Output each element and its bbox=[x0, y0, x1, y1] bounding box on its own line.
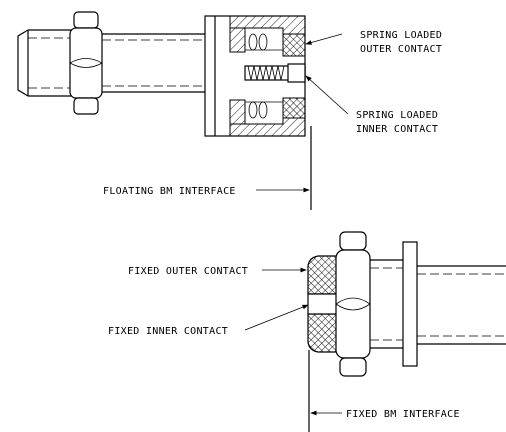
leader-spring-inner bbox=[305, 75, 349, 115]
fixed-outer-contact-upper bbox=[307, 255, 341, 295]
spring-outer-contact-upper bbox=[282, 33, 306, 57]
label-spring-outer-2: OUTER CONTACT bbox=[360, 44, 442, 55]
hex-nut-top bbox=[69, 11, 103, 115]
inner-spring bbox=[244, 63, 306, 83]
outer-spring-lower bbox=[245, 101, 283, 119]
fixed-connector bbox=[307, 231, 506, 377]
label-spring-inner-1: SPRING LOADED bbox=[356, 110, 438, 121]
fixed-inner-contact bbox=[307, 293, 341, 315]
label-fixed-outer: FIXED OUTER CONTACT bbox=[128, 266, 248, 277]
label-fixed-inner: FIXED INNER CONTACT bbox=[108, 326, 228, 337]
outer-spring-upper bbox=[245, 33, 283, 51]
label-floating-interface: FLOATING BM INTERFACE bbox=[103, 186, 236, 197]
floating-connector bbox=[17, 11, 306, 137]
leader-fixed-inner bbox=[244, 304, 309, 331]
label-fixed-interface: FIXED BM INTERFACE bbox=[346, 409, 460, 420]
hex-nut-bottom bbox=[335, 231, 371, 377]
spring-outer-contact-lower bbox=[282, 97, 306, 119]
label-spring-inner-2: INNER CONTACT bbox=[356, 124, 438, 135]
label-spring-outer-1: SPRING LOADED bbox=[360, 30, 442, 41]
leader-spring-outer bbox=[305, 33, 343, 45]
fixed-outer-contact-lower bbox=[307, 313, 341, 353]
